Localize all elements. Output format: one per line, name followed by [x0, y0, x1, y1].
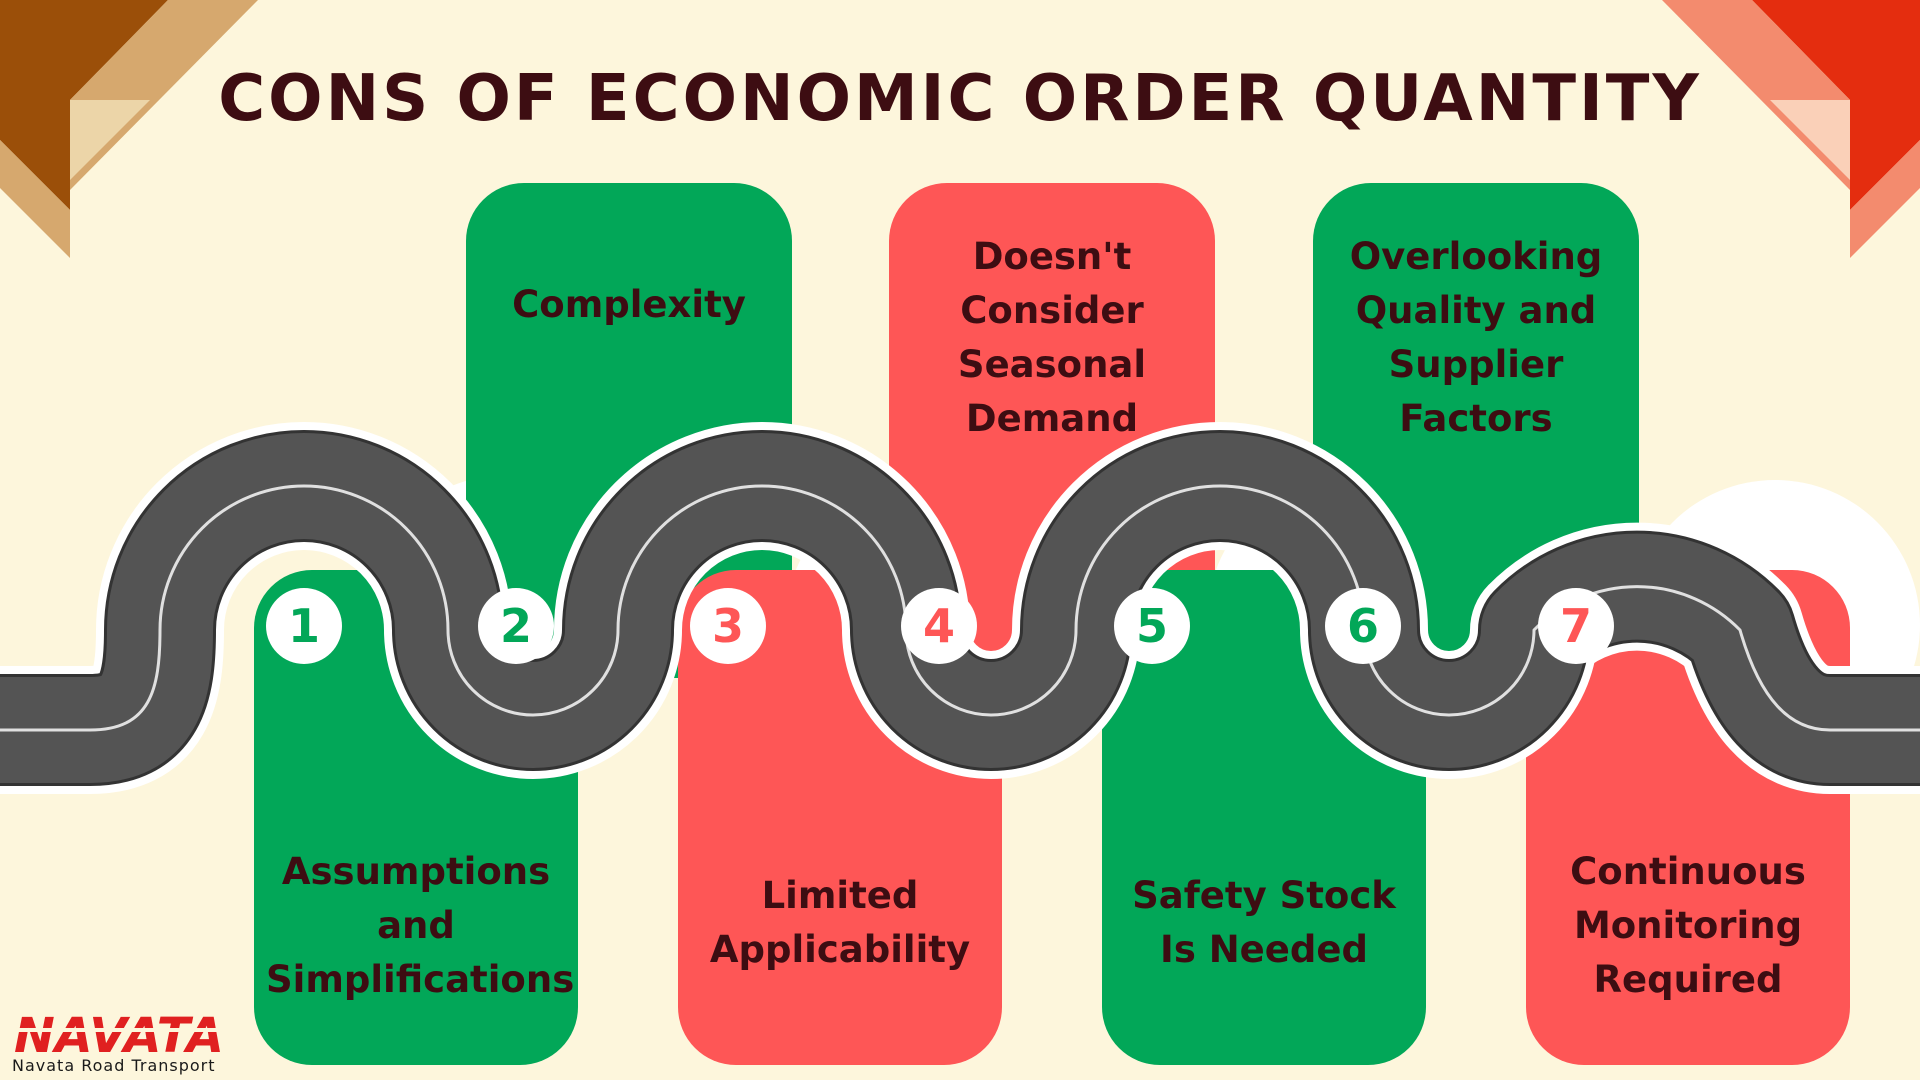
step-label-2: Complexity: [512, 283, 746, 326]
step-label-4: Doesn't Consider Seasonal Demand: [957, 235, 1147, 440]
step-number-6: 6: [1325, 588, 1401, 664]
step-number-1: 1: [266, 588, 342, 664]
step-label-5: Safety Stock Is Needed: [1132, 874, 1396, 971]
step-number-7: 7: [1538, 588, 1614, 664]
step-label-1: Assumptions and Simplifications: [266, 850, 575, 1001]
step-number-2: 2: [478, 588, 554, 664]
winding-road: [0, 422, 1920, 794]
step-number-3: 3: [690, 588, 766, 664]
step-label-6: Overlooking Quality and Supplier Factors: [1349, 235, 1603, 440]
svg-text:NAVATA: NAVATA: [14, 1008, 224, 1064]
step-label-3: Limited Applicability: [709, 874, 971, 971]
corner-decoration-right: [1662, 0, 1920, 258]
step-label-7: Continuous Monitoring Required: [1570, 850, 1806, 1001]
navata-logo-mark: NAVATA: [14, 1008, 228, 1064]
step-number-4: 4: [901, 588, 977, 664]
logo-tagline: Navata Road Transport: [12, 1056, 216, 1075]
corner-decoration-left: [0, 0, 258, 258]
page-title: CONS OF ECONOMIC ORDER QUANTITY: [218, 62, 1702, 136]
step-number-5: 5: [1114, 588, 1190, 664]
